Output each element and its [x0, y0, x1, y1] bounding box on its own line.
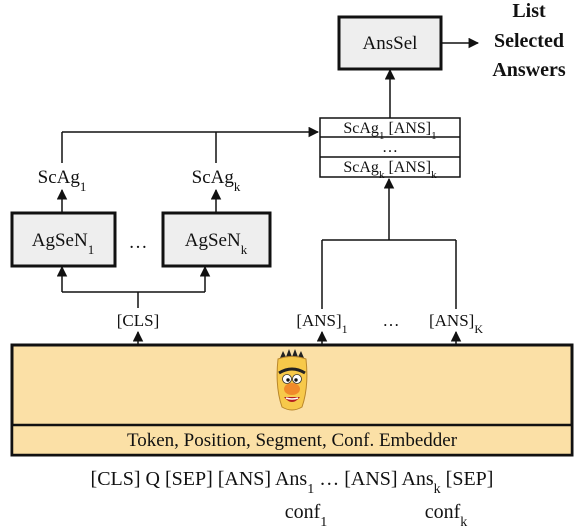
bert-mascot-icon [276, 349, 308, 411]
scagk-label: ScAgk [192, 167, 241, 194]
anssel-box [337, 15, 443, 71]
conf1-label: conf1 [285, 501, 328, 528]
token-ellipsis: … [383, 311, 400, 330]
confk-label: confk [425, 501, 468, 528]
agsen-ellipsis: … [129, 232, 148, 253]
stack-row-1: ScAg1[ANS]1 [343, 120, 436, 142]
input-sequence: [CLS] Q [SEP] [ANS] Ans1 … [ANS] Ansk [S… [91, 468, 494, 497]
agsenk-label: AgSeNk [185, 230, 248, 257]
anssel-label: AnsSel [363, 33, 418, 54]
ans1-token-label: [ANS]1 [296, 311, 347, 336]
agsenk-box [161, 211, 272, 268]
agsen1-box [10, 211, 117, 268]
output-line-1: List [512, 0, 546, 22]
embedder-block [10, 423, 574, 457]
scag1-label: ScAg1 [38, 167, 87, 194]
output-line-2: Selected [494, 30, 564, 52]
output-line-3: Answers [492, 59, 566, 81]
stack-row-k: ScAgk[ANS]k [343, 159, 437, 181]
stack-box [319, 117, 461, 178]
ansK-token-label: [ANS]K [429, 311, 483, 336]
embedder-label: Token, Position, Segment, Conf. Embedder [127, 430, 458, 451]
cls-token-label: [CLS] [117, 311, 160, 330]
agsen1-label: AgSeN1 [32, 230, 94, 257]
stack-row-ellipsis: … [382, 139, 398, 156]
